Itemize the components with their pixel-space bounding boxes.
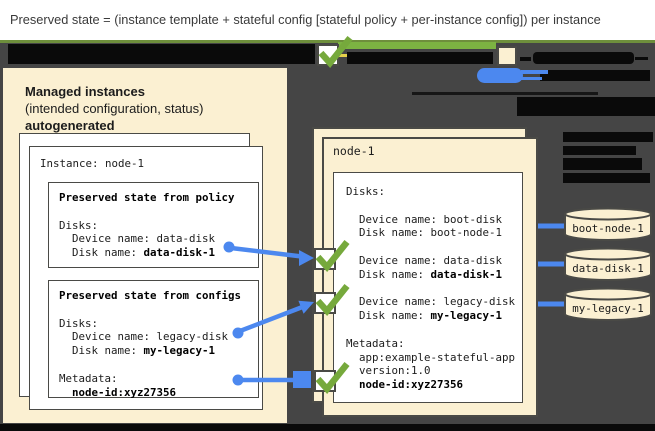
panel-heading-note: autogenerated <box>25 118 115 133</box>
code-line <box>346 282 522 296</box>
redacted-text-bar <box>8 44 315 64</box>
redacted-text-bar <box>635 57 648 60</box>
code-line: node-id:xyz27356 <box>359 378 464 392</box>
code-line: Disks: <box>59 218 99 232</box>
code-line: Metadata: <box>346 336 405 350</box>
code-line <box>59 358 248 372</box>
cylinder-body <box>564 254 652 281</box>
redacted-text-bar <box>520 57 531 61</box>
cylinder-body <box>564 294 652 321</box>
beige-square-legend <box>497 46 517 66</box>
code-line: Disks: <box>59 316 99 330</box>
code-line: Disk name: data-disk-1 <box>59 246 216 260</box>
blue-connector-legend <box>477 68 523 83</box>
redacted-text-bar <box>540 70 650 81</box>
redacted-text-bar <box>533 52 634 64</box>
blue-connector-legend-tail <box>521 70 548 74</box>
disk-label: my-legacy-1 <box>572 302 644 315</box>
code-line: Device name: boot-disk <box>346 212 503 226</box>
checkmark-icon <box>315 361 350 395</box>
instance-card-title: Instance: node-1 <box>40 157 145 170</box>
redacted-text-bar <box>347 52 493 64</box>
panel-heading-title: Managed instances <box>25 84 145 99</box>
diagram-title: Preserved state = (instance template + s… <box>10 12 601 27</box>
disk-label: data-disk-1 <box>572 262 644 275</box>
redacted-text-line <box>412 92 598 95</box>
checkbox-data-disk <box>314 239 350 273</box>
code-line: Device name: data-disk <box>59 232 216 246</box>
redacted-text-block <box>517 97 655 116</box>
checkbox-node-id <box>314 361 350 395</box>
code-line: Device name: legacy-disk <box>346 295 516 309</box>
disk-label: boot-node-1 <box>572 222 644 235</box>
blue-connector-legend-tail <box>521 77 542 80</box>
checkmark-icon <box>315 283 350 317</box>
code-line: app:example-stateful-app <box>346 350 516 364</box>
bottom-black-strip <box>0 424 655 431</box>
redacted-text-bar <box>563 132 653 142</box>
checkbox-legacy-disk <box>314 283 350 317</box>
panel-heading-subtitle: (intended configuration, status) <box>25 101 204 116</box>
code-line <box>346 323 522 337</box>
redacted-text-bar <box>563 146 636 155</box>
redacted-text-bar <box>563 158 642 170</box>
code-line <box>59 205 248 219</box>
cylinder-top <box>564 287 652 301</box>
code-line <box>346 199 522 213</box>
legend-checkbox <box>317 35 353 69</box>
connector-end-square <box>293 371 311 388</box>
disk-cylinder-legacy: my-legacy-1 <box>564 287 652 321</box>
preserved-state-configs-box: Preserved state from configs Disks: Devi… <box>48 280 259 399</box>
checkmark-icon <box>318 35 353 69</box>
cylinder-top <box>564 247 652 261</box>
code-line: Metadata: <box>59 371 118 385</box>
node-details-box: Disks: Device name: boot-disk Disk name:… <box>333 172 523 403</box>
code-line: Preserved state from configs <box>59 289 242 302</box>
code-line: Device name: legacy-disk <box>59 330 229 344</box>
code-line: Disk name: my-legacy-1 <box>59 344 216 358</box>
code-line: version:1.0 <box>346 364 431 378</box>
checkmark-icon <box>315 239 350 273</box>
disk-cylinder-data: data-disk-1 <box>564 247 652 281</box>
code-line: Disk name: boot-node-1 <box>346 226 503 240</box>
green-line-legend <box>338 42 496 49</box>
code-line: Device name: data-disk <box>346 253 503 267</box>
preserved-state-policy-box: Preserved state from policy Disks: Devic… <box>48 182 259 268</box>
cylinder-body <box>564 214 652 241</box>
code-line <box>59 303 248 317</box>
disk-cylinder-boot: boot-node-1 <box>564 207 652 241</box>
node-panel-title: node-1 <box>333 144 375 158</box>
cylinder-top <box>564 207 652 221</box>
code-line: node-id:xyz27356 <box>72 385 177 399</box>
title-bar: Preserved state = (instance template + s… <box>0 0 655 43</box>
code-line <box>346 240 522 254</box>
code-line: Preserved state from policy <box>59 191 235 204</box>
code-line: Disks: <box>346 185 386 198</box>
redacted-text-bar <box>563 173 650 183</box>
code-line: Disk name: data-disk-1 <box>346 267 503 281</box>
code-line: Disk name: my-legacy-1 <box>346 309 503 323</box>
